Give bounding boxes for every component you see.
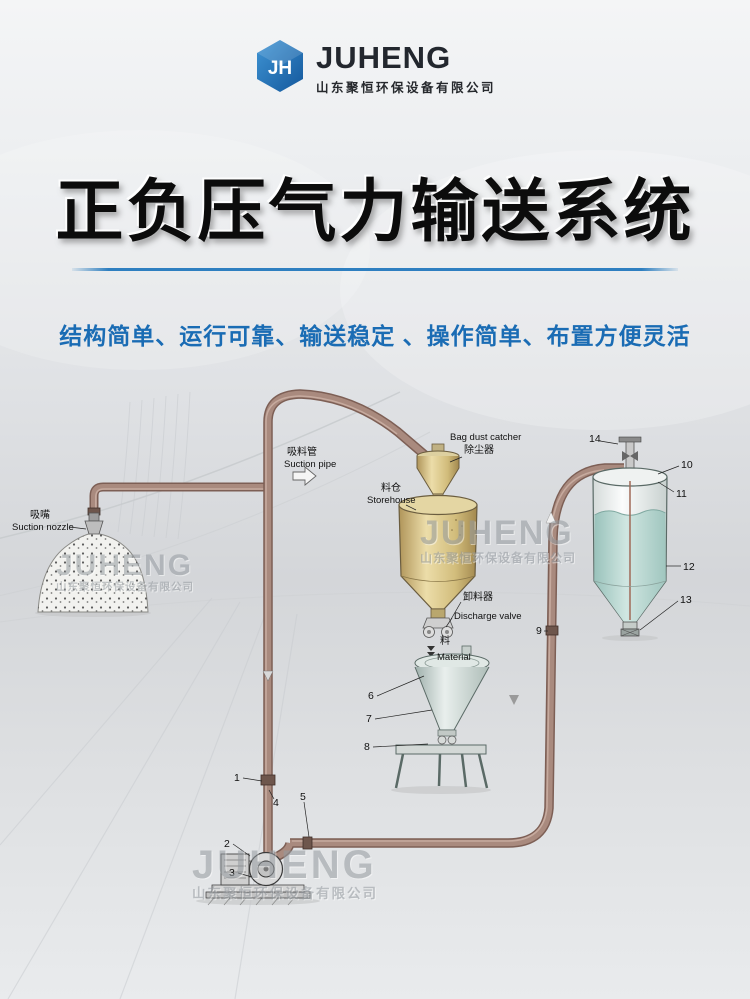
storehouse-silo	[398, 494, 478, 619]
pipe-couplings	[87, 507, 559, 850]
label-suction-pipe-en: Suction pipe	[284, 459, 336, 470]
flow-arrows	[262, 466, 557, 705]
material-pile	[37, 532, 149, 613]
juheng-logo-icon: JH	[254, 38, 306, 99]
label-storehouse-cn: 料仓	[381, 481, 401, 494]
watermark-brand: JUHENG	[192, 843, 377, 887]
part-number-3: 3	[229, 867, 235, 879]
watermark-brand: JUHENG	[56, 549, 194, 582]
subtitle: 结构简单、运行可靠、输送稳定 、操作简单、布置方便灵活	[59, 323, 691, 349]
part-number-2: 2	[224, 838, 230, 850]
discharge-valve	[422, 617, 454, 638]
receiving-hopper	[414, 645, 490, 745]
diagram-labels: 吸嘴 Suction nozzle 吸料管 Suction pipe Bag d…	[12, 432, 522, 663]
page-title: 正负压气力输送系统	[55, 174, 695, 250]
part-numbers: 1 2 3 4 5 6 7 8 9 10 11 12 13 14	[224, 433, 695, 879]
label-suction-nozzle-en: Suction nozzle	[12, 522, 74, 533]
part-number-13: 13	[680, 594, 692, 606]
watermark-company: 山东聚恒环保设备有限公司	[420, 551, 577, 566]
part-number-8: 8	[364, 741, 370, 753]
system-diagram: 吸嘴 Suction nozzle 吸料管 Suction pipe Bag d…	[12, 389, 695, 906]
label-storehouse-en: Storehouse	[367, 495, 416, 506]
label-suction-nozzle-cn: 吸嘴	[30, 509, 50, 521]
suction-nozzle	[84, 512, 104, 535]
label-suction-pipe-cn: 吸料管	[287, 445, 317, 458]
watermark-center: JUHENG 山东聚恒环保设备有限公司	[420, 514, 577, 566]
part-number-7: 7	[366, 713, 372, 725]
title-divider	[72, 268, 678, 271]
roots-blower	[205, 851, 311, 906]
label-dust-catcher-en: Bag dust catcher	[450, 432, 521, 443]
part-number-4: 4	[273, 797, 279, 809]
material-flow-arrow	[427, 646, 435, 657]
brand-name: JUHENG	[315, 39, 452, 75]
silo-top-valve	[618, 436, 642, 478]
watermark-left: JUHENG 山东聚恒环保设备有限公司	[56, 549, 194, 594]
pressure-silo	[592, 436, 668, 637]
logo-text: JUHENG 山东聚恒环保设备有限公司	[316, 42, 496, 96]
part-number-6: 6	[368, 690, 374, 702]
bag-dust-catcher	[416, 443, 460, 503]
part-number-10: 10	[681, 459, 693, 471]
watermark-bottom: JUHENG 山东聚恒环保设备有限公司	[192, 843, 378, 902]
leader-lines	[69, 440, 681, 878]
part-number-12: 12	[683, 561, 695, 573]
watermark-company: 山东聚恒环保设备有限公司	[56, 581, 194, 593]
watermark-brand: JUHENG	[420, 514, 574, 552]
svg-text:JH: JH	[268, 58, 292, 79]
part-number-5: 5	[300, 791, 306, 803]
header: JH JUHENG 山东聚恒环保设备有限公司	[0, 38, 750, 99]
part-number-14: 14	[589, 433, 601, 445]
hopper-stand	[394, 744, 489, 789]
label-material-en: Material	[437, 652, 471, 663]
pipe-network	[89, 389, 624, 862]
part-number-1: 1	[234, 772, 240, 784]
part-number-9: 9	[536, 625, 542, 637]
watermark-company: 山东聚恒环保设备有限公司	[192, 886, 378, 901]
company-name: 山东聚恒环保设备有限公司	[315, 80, 496, 95]
label-dust-catcher-cn: 除尘器	[464, 443, 494, 456]
label-discharge-valve-cn: 卸料器	[463, 590, 493, 603]
label-discharge-valve-en: Discharge valve	[454, 611, 522, 622]
part-number-11: 11	[676, 488, 687, 500]
label-material-cn: 料	[440, 634, 450, 647]
